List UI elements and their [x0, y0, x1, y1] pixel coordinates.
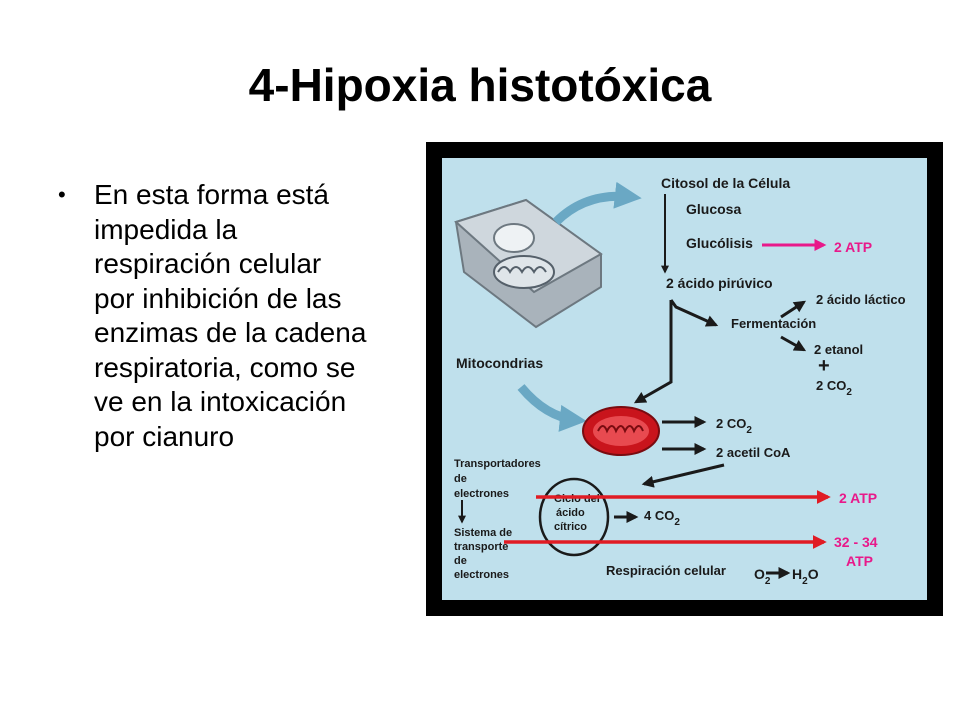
label-atp-glucolisis: 2 ATP	[834, 239, 872, 255]
bullet-line: respiración celular	[94, 248, 322, 279]
label-acetil: 2 acetil CoA	[716, 445, 791, 460]
label-atp-respiracion-2: ATP	[846, 553, 873, 569]
label-piruvico: 2 ácido pirúvico	[666, 275, 773, 291]
label-glucosa: Glucosa	[686, 201, 741, 217]
label-plus: +	[818, 355, 830, 377]
bullet-line: impedida la	[94, 213, 238, 245]
mitochondrion-illustration	[582, 406, 660, 456]
label-o2: O2	[754, 566, 771, 587]
label-citosol: Citosol de la Célula	[661, 175, 790, 191]
bullet-line: enzimas de la cadena	[94, 317, 367, 348]
curved-arrow-up	[552, 181, 642, 226]
bullet-line: por inhibición de las	[94, 282, 342, 314]
label-mitocondrias: Mitocondrias	[456, 355, 543, 371]
label-co2-ciclo: 4 CO2	[644, 508, 680, 528]
bullet-line: por cianuro	[94, 420, 235, 452]
respiration-diagram: Citosol de la Célula Glucosa Glucólisis …	[442, 158, 927, 600]
arrow-acetil-to-ciclo	[641, 463, 725, 488]
label-h2o: H2O	[792, 566, 819, 587]
bullet-line: respiratoria, como se	[94, 351, 356, 383]
bullet-line: En esta forma está	[94, 179, 330, 210]
label-transportadores: Transportadores de electrones	[454, 458, 544, 500]
arrow-piruvico-to-lactico	[780, 300, 807, 319]
cell-illustration	[454, 198, 603, 329]
label-co2-mitocondria: 2 CO2	[716, 416, 752, 436]
arrow-piruvico-to-mitocondria	[633, 300, 673, 404]
label-lactico: 2 ácido láctico	[816, 292, 906, 307]
slide-title: 4-Hipoxia histotóxica	[248, 59, 712, 111]
label-atp-ciclo: 2 ATP	[839, 490, 877, 506]
bullet-line: ve en la intoxicación	[94, 386, 347, 417]
label-atp-respiracion-1: 32 - 34	[834, 534, 878, 550]
curved-arrow-down	[517, 384, 587, 432]
label-glucolisis: Glucólisis	[686, 235, 753, 251]
label-respiracion-celular: Respiración celular	[606, 563, 726, 578]
label-co2-fermentacion: 2 CO2	[816, 378, 852, 398]
label-fermentacion: Fermentación	[731, 316, 816, 331]
respiration-diagram-frame: Citosol de la Célula Glucosa Glucólisis …	[426, 142, 943, 616]
ciclo-acido-citrico-circle	[538, 477, 610, 557]
arrow-piruvico-to-fermentacion	[669, 299, 719, 327]
bullet-dot-icon: •	[58, 182, 66, 207]
label-etanol: 2 etanol	[814, 342, 863, 357]
bullet-text: En esta forma está impedida la respiraci…	[94, 178, 424, 454]
arrow-fermentacion-to-etanol	[780, 335, 807, 352]
label-sistema-transporte: Sistema de transporte de electrones	[454, 527, 515, 581]
